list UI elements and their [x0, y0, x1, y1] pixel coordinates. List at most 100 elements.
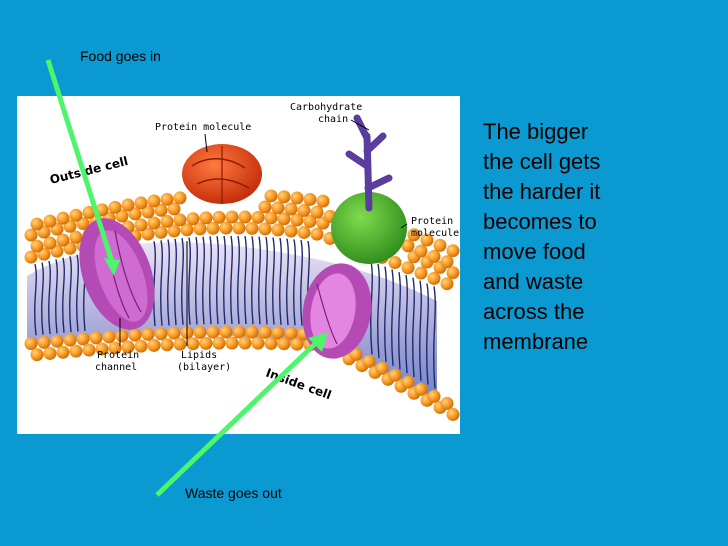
lipid-head — [316, 194, 330, 208]
lipid-head — [108, 341, 122, 355]
lipid-head — [173, 337, 187, 351]
lipid-head — [43, 236, 57, 250]
label-pointers — [119, 119, 408, 346]
lipid-head — [401, 239, 415, 253]
lipid-head — [30, 239, 44, 253]
lipid-head — [69, 208, 83, 222]
lipid-head — [186, 337, 200, 351]
lipid-head — [193, 325, 207, 339]
membrane-illustration: Carbohydrate chain Protein molecule Prot… — [24, 102, 460, 421]
lipid-head — [24, 228, 38, 242]
lipid-tail — [300, 239, 303, 326]
lipid-head — [277, 212, 291, 226]
lipid-head — [271, 223, 285, 237]
lipid-head — [212, 336, 226, 350]
lipid-head — [388, 256, 402, 270]
lipid-head — [427, 389, 441, 403]
lipid-head — [232, 325, 246, 339]
lipid-tail — [181, 238, 184, 325]
label-channel: channel — [95, 362, 137, 373]
lipid-head — [134, 218, 148, 232]
lipid-head — [375, 361, 389, 375]
lipid-head — [284, 202, 298, 216]
label-protein-channel: Protein — [97, 350, 139, 361]
lipid-tail — [384, 266, 387, 363]
lipid-head — [56, 211, 70, 225]
lipid-head — [147, 194, 161, 208]
main-text-line: the cell gets — [483, 149, 601, 174]
lipid-tail — [62, 257, 65, 333]
main-text-line: The bigger — [483, 119, 589, 144]
lipid-head — [141, 227, 155, 241]
lipid-tail — [405, 274, 408, 374]
lipid-head — [251, 210, 265, 224]
lipid-head — [89, 331, 103, 345]
lipid-head — [56, 345, 70, 359]
lipid-head — [310, 227, 324, 241]
lipid-head — [115, 209, 129, 223]
lipid-head — [258, 222, 272, 236]
lipid-head — [414, 382, 428, 396]
lipid-head — [154, 203, 168, 217]
lipid-head — [121, 340, 135, 354]
lipid-head — [147, 216, 161, 230]
lipid-head — [180, 223, 194, 237]
lipid-head — [310, 205, 324, 219]
lipid-head — [290, 191, 304, 205]
lipid-head — [24, 250, 38, 264]
lipid-head — [219, 221, 233, 235]
label-inside-cell: Inside cell — [264, 366, 333, 403]
lipid-tail — [377, 263, 380, 359]
lipid-tail — [279, 237, 282, 325]
lipid-head — [297, 203, 311, 217]
lipid-head — [160, 214, 174, 228]
lipid-tail — [230, 235, 233, 325]
lipid-head — [56, 233, 70, 247]
lipid-tail — [195, 237, 198, 325]
lipid-tail — [48, 260, 51, 335]
lipid-head — [141, 205, 155, 219]
lipid-tail — [55, 259, 58, 334]
lipid-head — [271, 326, 285, 340]
lipid-tail — [174, 238, 177, 326]
lipid-head — [446, 407, 460, 421]
main-text-line: membrane — [483, 329, 589, 354]
lipid-tail — [433, 286, 436, 389]
lipid-head — [303, 214, 317, 228]
lipid-head — [121, 198, 135, 212]
lipid-head — [284, 224, 298, 238]
lipid-head — [199, 336, 213, 350]
lipid-head — [82, 343, 96, 357]
lipid-head — [258, 325, 272, 339]
lipid-head — [427, 249, 441, 263]
lipid-head — [212, 210, 226, 224]
label-carbohydrate: Carbohydrate — [290, 102, 362, 113]
lipid-head — [154, 327, 168, 341]
lipid-head — [160, 192, 174, 206]
main-text-line: across the — [483, 299, 585, 324]
lipid-head — [82, 206, 96, 220]
lipid-head — [427, 271, 441, 285]
lipid-head — [24, 337, 38, 351]
lipid-head — [388, 368, 402, 382]
lipid-tail — [258, 236, 261, 325]
lipid-head — [290, 213, 304, 227]
lipid-head — [69, 230, 83, 244]
label-protein-right: Protein — [411, 216, 453, 227]
lipid-head — [245, 325, 259, 339]
lipid-tail — [160, 240, 163, 326]
lipid-tail — [272, 237, 275, 325]
lipid-head — [238, 210, 252, 224]
lipid-head — [167, 224, 181, 238]
label-lipids: Lipids — [181, 350, 217, 361]
lipid-head — [95, 203, 109, 217]
lipid-tail — [293, 239, 296, 326]
label-molecule-right: molecule — [411, 228, 459, 239]
lipid-tail — [153, 241, 156, 327]
lipid-head — [401, 261, 415, 275]
lipid-head — [219, 325, 233, 339]
lipid-head — [108, 200, 122, 214]
lipid-head — [440, 277, 454, 291]
lipid-tail — [34, 264, 37, 336]
